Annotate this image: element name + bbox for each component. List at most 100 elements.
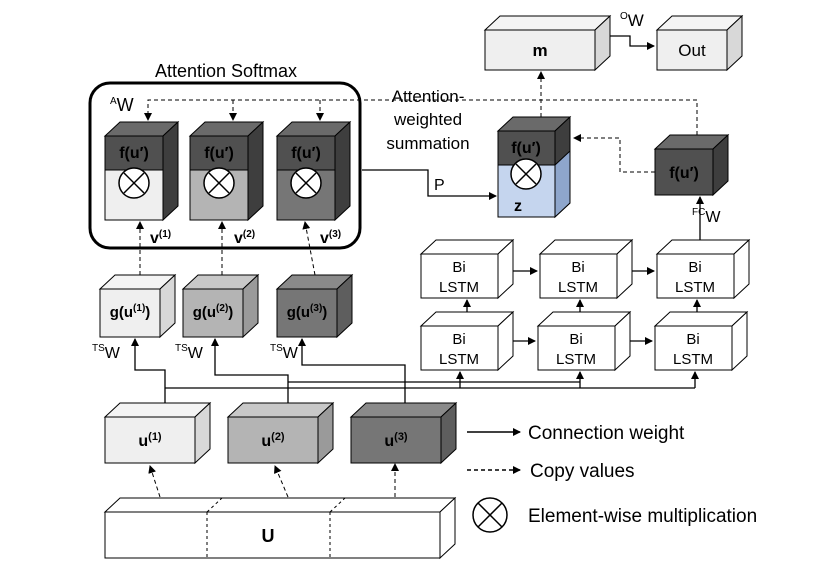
multiply-icon [290, 167, 322, 199]
bilstm-line2: LSTM [556, 351, 596, 368]
bilstm-line2: LSTM [675, 279, 715, 296]
legend-copy-label: Copy values [530, 461, 635, 482]
svg-text:g(u(1)): g(u(1)) [110, 303, 151, 321]
u3-label: u [384, 433, 394, 450]
ts-weight-2-sup: TS [175, 343, 188, 354]
fc-to-summation-copy-line [573, 134, 655, 173]
out-weight-label: W [628, 11, 644, 30]
z-label: z [514, 198, 522, 215]
v3-sup: (3) [329, 229, 341, 240]
out-label: Out [678, 41, 706, 60]
legend-multiply-label: Element-wise multiplication [528, 506, 757, 527]
g2-block: g(u(2)) [181, 273, 260, 339]
u1-sup: (1) [148, 431, 162, 443]
bilstm-cell-top-3: Bi LSTM [655, 238, 751, 300]
out-weight-sup: O [620, 11, 628, 22]
g1-label: g(u [110, 304, 133, 321]
input-U-label: U [262, 526, 275, 546]
svg-text:v(3): v(3) [320, 229, 341, 247]
multiply-icon [472, 497, 508, 533]
summation-label-line2: weighted [393, 110, 462, 129]
fc-to-attention-copy-line [144, 99, 698, 135]
attention-softmax-frame [88, 81, 362, 250]
multiply-icon [118, 167, 150, 199]
p-label: P [434, 177, 445, 194]
bilstm-cell-bottom-1: Bi LSTM [419, 310, 515, 372]
bilstm-line1: Bi [569, 331, 582, 348]
svg-text:u(3): u(3) [384, 431, 408, 450]
g1-sup: (1) [133, 303, 145, 314]
bilstm-arrows [463, 267, 701, 345]
svg-text:TSW: TSW [175, 343, 204, 362]
fc-f-label: f(u′) [669, 165, 699, 182]
p-connection-line [362, 169, 497, 200]
bilstm-line2: LSTM [439, 279, 479, 296]
ts-weight-2-label: W [188, 345, 204, 362]
v2-sup: (2) [243, 229, 255, 240]
fc-weight-label: W [705, 209, 721, 226]
g2-close: ) [228, 304, 233, 321]
g3-label: g(u [287, 304, 310, 321]
u3-sup: (3) [394, 431, 408, 443]
fc-weight-sup: FC [692, 207, 705, 218]
g2-sup: (2) [216, 303, 228, 314]
legend: Connection weight Copy values Element-wi… [467, 423, 757, 533]
svg-text:u(1): u(1) [138, 431, 162, 450]
svg-text:g(u(3)): g(u(3)) [287, 303, 328, 321]
ts-weight-3-sup: TS [270, 343, 283, 354]
svg-text:OW: OW [620, 11, 644, 30]
v2-label: v [234, 230, 243, 247]
svg-text:u(2): u(2) [261, 431, 285, 450]
svg-text:AW: AW [110, 95, 134, 115]
u2-label: u [261, 433, 271, 450]
out-block: Out [655, 14, 744, 72]
ts-weight-3-label: W [283, 345, 299, 362]
bilstm-line1: Bi [452, 331, 465, 348]
attention-softmax-title: Attention Softmax [155, 61, 297, 81]
legend-connection-label: Connection weight [528, 423, 685, 444]
g1-close: ) [145, 304, 150, 321]
g3-block: g(u(3)) [275, 273, 354, 339]
summation-block: f(u′) z [496, 115, 572, 219]
v3-label: v [320, 230, 329, 247]
connection-lines [131, 338, 699, 403]
multiply-icon [510, 158, 542, 190]
g1-block: g(u(1)) [98, 273, 177, 339]
summation-label-line1: Attention- [392, 87, 465, 106]
g2-label: g(u [193, 304, 216, 321]
svg-text:v(1): v(1) [150, 229, 171, 247]
v1-sup: (1) [159, 229, 171, 240]
ts-weight-1-sup: TS [92, 343, 105, 354]
u1-block: u(1) [103, 401, 212, 465]
input-U-block: U [103, 496, 457, 560]
svg-text:TSW: TSW [270, 343, 299, 362]
attention-block-2: f(u′) [188, 120, 265, 222]
attention-weight-label: W [117, 95, 134, 115]
v1-label: v [150, 230, 159, 247]
svg-text:TSW: TSW [92, 343, 121, 362]
u2-sup: (2) [271, 431, 285, 443]
svg-text:FCW: FCW [692, 207, 721, 226]
bilstm-line2: LSTM [558, 279, 598, 296]
copy-arrow-U-u2 [274, 465, 289, 498]
m-to-out-line [610, 35, 655, 50]
bilstm-line2: LSTM [439, 351, 479, 368]
u2-block: u(2) [226, 401, 335, 465]
bilstm-cell-bottom-3: Bi LSTM [653, 310, 749, 372]
attention-block-1-f-label: f(u′) [119, 145, 149, 162]
bilstm-line1: Bi [571, 259, 584, 276]
attention-block-1: f(u′) [103, 120, 180, 222]
copy-arrow-g3-v3 [302, 221, 316, 276]
svg-text:g(u(2)): g(u(2)) [193, 303, 234, 321]
u3-block: u(3) [349, 401, 458, 465]
attention-block-2-f-label: f(u′) [204, 145, 234, 162]
copy-arrow-U-u1 [148, 465, 161, 498]
bilstm-line1: Bi [688, 259, 701, 276]
bilstm-cell-top-1: Bi LSTM [419, 238, 515, 300]
u1-label: u [138, 433, 148, 450]
bilstm-cell-top-2: Bi LSTM [538, 238, 634, 300]
svg-text:v(2): v(2) [234, 229, 255, 247]
attention-block-3: f(u′) [275, 120, 352, 222]
ts-weight-1-label: W [105, 345, 121, 362]
